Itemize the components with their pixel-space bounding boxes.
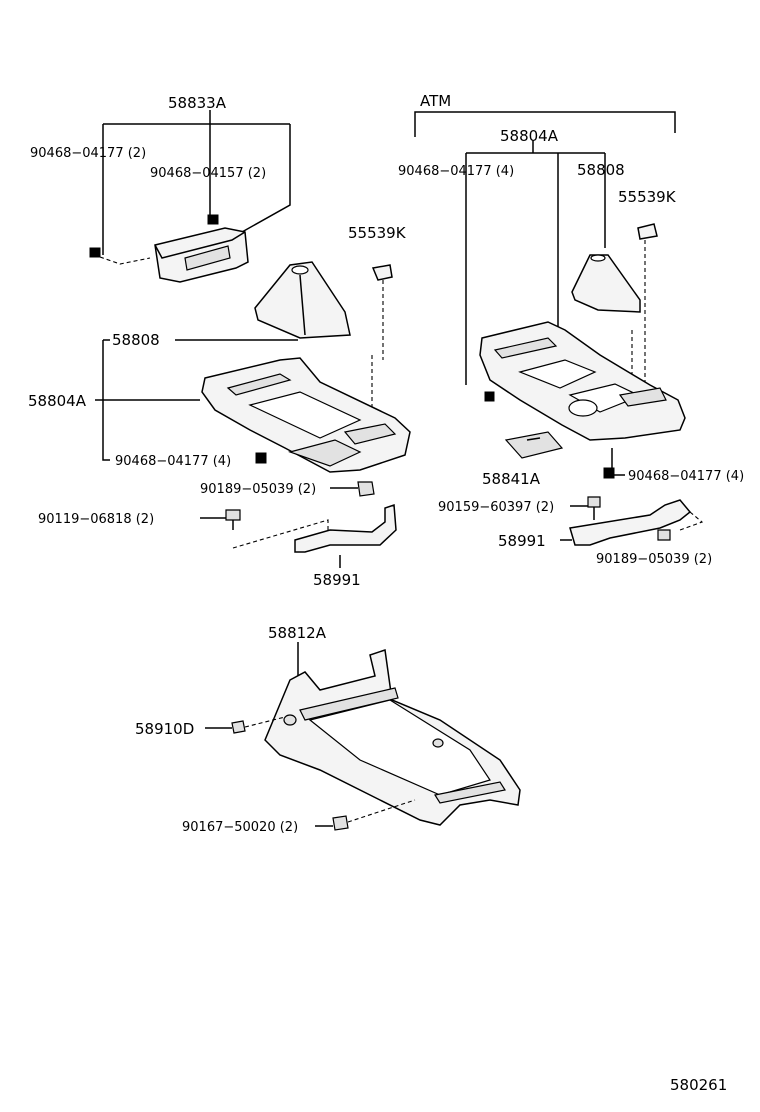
label-atm: ATM bbox=[420, 92, 451, 110]
pad-58841a-part bbox=[504, 431, 564, 459]
screw-right-04177-bottom-part bbox=[603, 448, 625, 479]
bolt-05039-right-part bbox=[657, 529, 671, 541]
bracket-58991-left-part bbox=[294, 503, 397, 568]
label-58808-right: 58808 bbox=[577, 161, 625, 179]
bracket-58991-right-part bbox=[560, 499, 704, 546]
drawing-number: 580261 bbox=[670, 1076, 727, 1094]
leader-58804a-right bbox=[465, 140, 606, 385]
clip-50020-part bbox=[315, 799, 416, 831]
leader-atm bbox=[414, 111, 676, 137]
label-90468-04177-2: 90468−04177 (2) bbox=[30, 146, 146, 161]
screw-left-small-part bbox=[89, 214, 219, 265]
lower-assembly bbox=[205, 642, 521, 831]
right-assembly bbox=[414, 111, 704, 546]
screw-right-04177-top-part bbox=[484, 391, 495, 402]
label-58833a: 58833A bbox=[168, 94, 227, 112]
label-58804a-right: 58804A bbox=[500, 127, 559, 145]
label-55539k-right: 55539K bbox=[618, 188, 677, 206]
clip-55539k-right-part bbox=[631, 223, 658, 385]
label-58991-right: 58991 bbox=[498, 532, 546, 550]
bolt-05039-left-part bbox=[330, 481, 375, 497]
bezel-58833a-part bbox=[154, 227, 249, 283]
shift-boot-58808-part bbox=[254, 261, 351, 339]
label-58812a: 58812A bbox=[268, 624, 327, 642]
left-assembly bbox=[89, 110, 411, 568]
label-90468-04157-2: 90468−04157 (2) bbox=[150, 166, 266, 181]
label-90468-04177-4-right-top: 90468−04177 (4) bbox=[398, 164, 514, 179]
console-box-58812a-part bbox=[264, 649, 521, 826]
leader-58833a bbox=[102, 110, 291, 255]
console-58804a-left-part bbox=[201, 357, 411, 473]
label-58804a-left: 58804A bbox=[28, 392, 87, 410]
screw-left-04177-part bbox=[255, 452, 267, 464]
label-90468-04177-4-left: 90468−04177 (4) bbox=[115, 454, 231, 469]
label-90468-04177-4-right-bottom: 90468−04177 (4) bbox=[628, 469, 744, 484]
label-58991-left: 58991 bbox=[313, 571, 361, 589]
leader-58808-left bbox=[95, 339, 298, 461]
label-58910d: 58910D bbox=[135, 720, 194, 738]
console-58804a-right-part bbox=[479, 321, 686, 441]
shift-boot-58808-right-part bbox=[571, 254, 641, 313]
label-58808-left: 58808 bbox=[112, 331, 160, 349]
bolt-60397-part bbox=[570, 496, 601, 520]
label-90189-05039-right: 90189−05039 (2) bbox=[596, 552, 712, 567]
label-90189-05039-left: 90189−05039 (2) bbox=[200, 482, 316, 497]
label-90159-60397: 90159−60397 (2) bbox=[438, 500, 554, 515]
label-90119-06818: 90119−06818 (2) bbox=[38, 512, 154, 527]
plug-58910d-part bbox=[205, 716, 286, 734]
label-58841a: 58841A bbox=[482, 470, 541, 488]
label-90167-50020: 90167−50020 (2) bbox=[182, 820, 298, 835]
label-55539k-left: 55539K bbox=[348, 224, 407, 242]
